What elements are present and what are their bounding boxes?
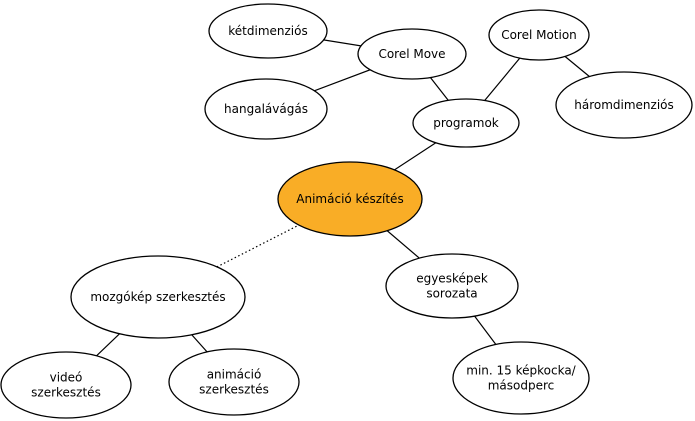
node-label: Corel Motion: [501, 28, 577, 42]
node-label: háromdimenziós: [574, 98, 674, 112]
node-label-line2: sorozata: [426, 287, 477, 301]
node-label-line1: videó: [50, 371, 83, 385]
node-animacio-keszites[interactable]: Animáció készítés: [277, 161, 423, 237]
node-label: kétdimenziós: [228, 24, 307, 38]
node-label-line1: egyesképek: [416, 272, 488, 286]
node-egyeskepek-sorozata[interactable]: egyesképek sorozata: [385, 253, 519, 319]
node-label-line2: másodperc: [488, 379, 555, 393]
node-label-line2: szerkesztés: [199, 383, 269, 397]
node-haromdimenzios[interactable]: háromdimenziós: [555, 71, 693, 139]
node-corel-motion[interactable]: Corel Motion: [488, 9, 590, 61]
node-label-line1: animáció: [207, 368, 262, 382]
node-label: mozgókép szerkesztés: [90, 290, 225, 304]
node-label: programok: [433, 116, 499, 130]
node-programok[interactable]: programok: [412, 98, 520, 148]
node-label: Corel Move: [378, 47, 445, 61]
node-video-szerkesztes[interactable]: videó szerkesztés: [0, 351, 132, 419]
node-corel-move[interactable]: Corel Move: [357, 28, 467, 80]
node-mozgokep-szerkesztes[interactable]: mozgókép szerkesztés: [70, 255, 246, 339]
node-animacio-szerkesztes[interactable]: animáció szerkesztés: [168, 348, 300, 416]
node-label-line2: szerkesztés: [31, 386, 101, 400]
node-label-line1: min. 15 képkocka/: [466, 364, 576, 378]
node-label: hangalávágás: [224, 102, 308, 116]
node-hangalavagas[interactable]: hangalávágás: [204, 78, 328, 140]
node-min-15-kepkocka[interactable]: min. 15 képkocka/ másodperc: [452, 341, 590, 415]
node-ketdimenzios[interactable]: kétdimenziós: [208, 3, 328, 59]
node-label: Animáció készítés: [296, 192, 403, 206]
